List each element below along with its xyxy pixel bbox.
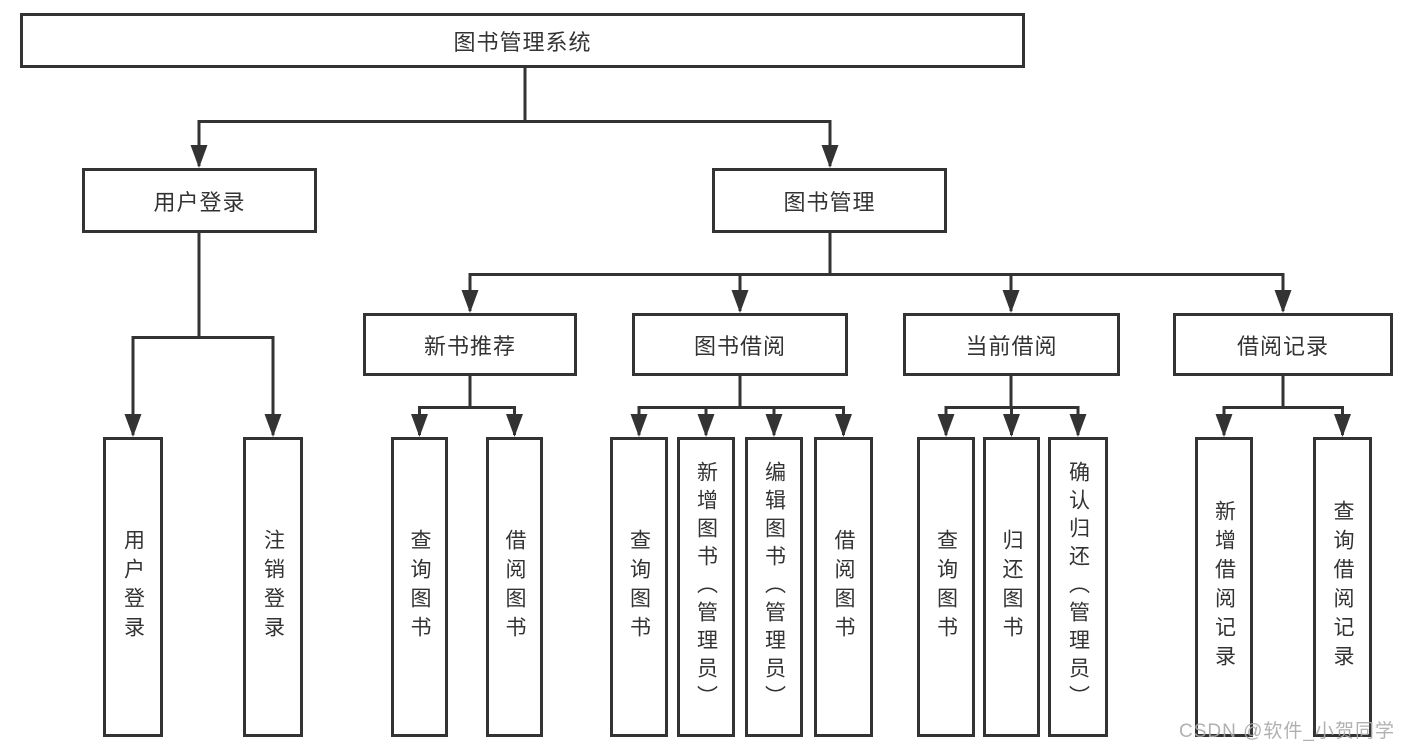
node-label: 确认归还（管理员） bbox=[1066, 461, 1090, 713]
csdn-watermark: CSDN @软件_小贺同学 bbox=[1179, 721, 1395, 742]
leaf-add-book-admin: 新增图书（管理员） bbox=[677, 437, 735, 737]
leaf-confirm-return-admin: 确认归还（管理员） bbox=[1048, 437, 1108, 737]
node-label: 借阅图书 bbox=[503, 529, 526, 645]
leaf-add-borrow-record: 新增借阅记录 bbox=[1195, 437, 1253, 737]
node-book-management: 图书管理 bbox=[712, 168, 947, 233]
leaf-return-book: 归还图书 bbox=[983, 437, 1040, 737]
node-label: 图书管理系统 bbox=[453, 29, 592, 55]
leaf-borrow-book: 借阅图书 bbox=[814, 437, 873, 737]
node-label: 注销登录 bbox=[261, 529, 285, 645]
node-label: 当前借阅 bbox=[965, 333, 1058, 359]
node-new-book-recommend: 新书推荐 bbox=[363, 313, 577, 376]
node-label: 用户登录 bbox=[121, 529, 145, 645]
leaf-query-borrow-record: 查询借阅记录 bbox=[1313, 437, 1372, 737]
node-label: 借阅图书 bbox=[832, 529, 855, 645]
node-book-borrow: 图书借阅 bbox=[632, 313, 848, 376]
node-label: 新增借阅记录 bbox=[1212, 500, 1236, 674]
tree-edges bbox=[131, 68, 1344, 435]
node-label: 查询图书 bbox=[408, 529, 431, 645]
node-label: 图书管理 bbox=[783, 189, 876, 215]
node-label: 新增图书（管理员） bbox=[694, 461, 718, 713]
node-label: 新书推荐 bbox=[423, 333, 516, 359]
leaf-edit-book-admin: 编辑图书（管理员） bbox=[745, 437, 803, 737]
node-user-login: 用户登录 bbox=[82, 168, 317, 233]
node-label: 查询图书 bbox=[934, 529, 958, 645]
leaf-borrow-book-recommend: 借阅图书 bbox=[486, 437, 543, 737]
node-library-management-system: 图书管理系统 bbox=[20, 13, 1025, 68]
node-label: 图书借阅 bbox=[693, 333, 786, 359]
node-borrow-record: 借阅记录 bbox=[1173, 313, 1393, 376]
leaf-query-book-current: 查询图书 bbox=[917, 437, 975, 737]
node-label: 编辑图书（管理员） bbox=[762, 461, 786, 713]
leaf-logout: 注销登录 bbox=[243, 437, 303, 737]
node-label: 用户登录 bbox=[153, 189, 246, 215]
node-label: 归还图书 bbox=[1000, 529, 1023, 645]
leaf-query-book-borrow: 查询图书 bbox=[610, 437, 668, 737]
node-current-borrow: 当前借阅 bbox=[903, 313, 1120, 376]
leaf-user-login: 用户登录 bbox=[103, 437, 163, 737]
node-label: 查询图书 bbox=[627, 529, 651, 645]
leaf-query-book-recommend: 查询图书 bbox=[391, 437, 448, 737]
node-label: 借阅记录 bbox=[1236, 333, 1329, 359]
node-label: 查询借阅记录 bbox=[1331, 500, 1354, 674]
